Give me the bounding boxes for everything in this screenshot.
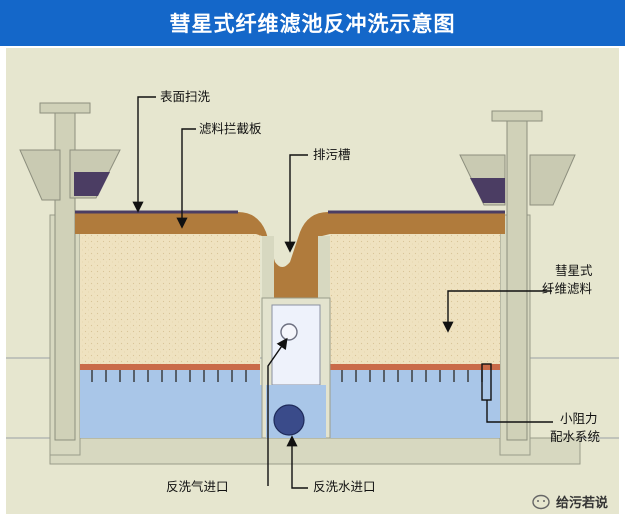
page-title: 彗星式纤维滤池反冲洗示意图 — [0, 0, 625, 46]
right-filter-media — [330, 232, 500, 364]
right-funnel-sludge — [470, 178, 505, 203]
right-column — [506, 117, 528, 441]
right-support-plate — [330, 364, 500, 370]
watermark: 给污若说 — [532, 494, 608, 511]
drain-trough-channel — [262, 236, 274, 300]
label-water-inlet: 反洗水进口 — [313, 479, 376, 494]
left-funnel-sludge — [74, 172, 110, 196]
label-low-resistance-1: 小阻力 — [560, 411, 598, 426]
left-support-plate — [80, 364, 260, 370]
label-fiber-media-2: 纤维滤料 — [542, 281, 593, 296]
center-air-chamber — [271, 304, 321, 386]
label-surface-wash: 表面扫洗 — [160, 89, 211, 104]
label-drain-trough: 排污槽 — [313, 147, 351, 162]
right-water-plenum — [330, 370, 500, 438]
air-inlet-pipe — [280, 323, 298, 341]
label-air-inlet: 反洗气进口 — [166, 479, 229, 494]
left-nozzles — [91, 370, 247, 382]
wechat-icon — [532, 494, 550, 510]
tank-floor — [49, 437, 581, 465]
drain-trough-channel-right — [318, 236, 330, 300]
sludge-layer — [75, 212, 505, 300]
label-filter-block: 滤料拦截板 — [199, 121, 262, 136]
left-column-cap — [39, 102, 91, 114]
right-column-cap — [491, 110, 543, 122]
label-low-resistance-2: 配水系统 — [550, 429, 600, 444]
label-fiber-media-1: 彗星式 — [555, 263, 593, 278]
right-funnel — [529, 154, 576, 206]
left-funnel — [19, 149, 61, 201]
left-water-plenum — [80, 370, 260, 438]
water-inlet-pipe — [273, 404, 305, 436]
left-filter-media — [80, 232, 260, 364]
watermark-text: 给污若说 — [556, 495, 608, 511]
